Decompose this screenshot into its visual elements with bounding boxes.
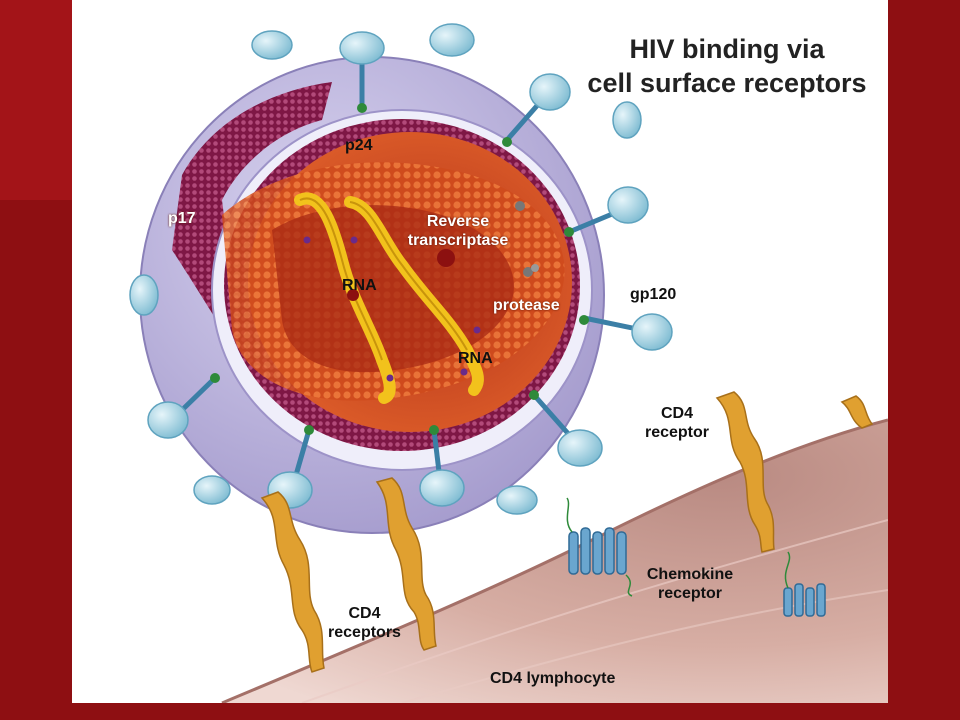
label-cd4-receptors-line-2: receptors (328, 624, 401, 641)
label-cd4-receptor-line-1: CD4 (660, 405, 693, 422)
gp120-spikes (129, 23, 673, 515)
label-cd4-receptors-line-1: CD4 (348, 605, 381, 622)
label-chemokine-receptor-line-1: Chemokine (646, 566, 734, 583)
reverse-transcriptase-molecule (437, 249, 455, 267)
illustration (129, 23, 888, 703)
title-line-2: cell surface receptors (587, 68, 867, 98)
label-rna-lower: RNA (458, 350, 493, 367)
label-protease: protease (493, 297, 560, 314)
cd4-receptor-proteins (260, 391, 874, 673)
slide: HIV binding via cell surface receptors p… (72, 0, 888, 703)
label-cd4-receptor-line-2: receptor (644, 424, 710, 441)
slide-title: HIV binding via cell surface receptors (572, 32, 882, 100)
background-band (0, 0, 72, 200)
label-cd4-lymphocyte: CD4 lymphocyte (490, 670, 616, 687)
chemokine-receptor-proteins (568, 527, 826, 617)
label-reverse-transcriptase-line-1: Reverse (426, 213, 490, 230)
hiv-virion (139, 56, 605, 534)
label-gp120: gp120 (630, 286, 677, 303)
label-rna-upper: RNA (342, 277, 377, 294)
label-chemokine-receptor: Chemokine receptor (635, 565, 745, 603)
label-chemokine-receptor-line-2: receptor (657, 585, 723, 602)
label-cd4-receptors: CD4 receptors (317, 604, 412, 642)
title-line-1: HIV binding via (629, 34, 825, 64)
label-p24: p24 (345, 137, 373, 154)
label-reverse-transcriptase: Reverse transcriptase (388, 212, 528, 250)
label-cd4-receptor: CD4 receptor (637, 404, 717, 442)
label-p17: p17 (168, 210, 196, 227)
label-reverse-transcriptase-line-2: transcriptase (407, 232, 509, 249)
